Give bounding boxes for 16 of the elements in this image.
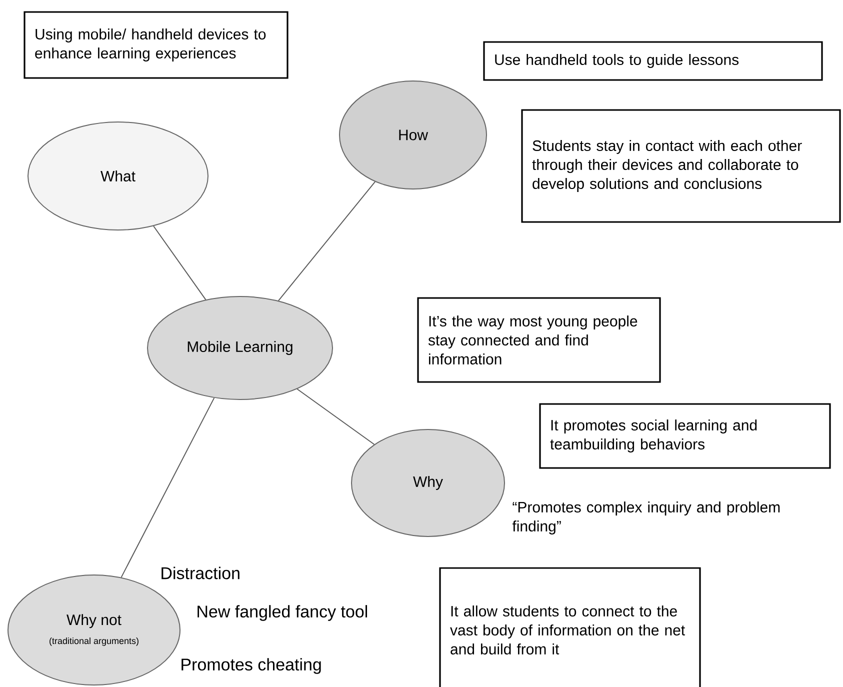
connector-line [296, 388, 375, 445]
ellipse-node: Mobile Learning [147, 296, 333, 400]
text-box: It’s the way most young people stay connected and find information [417, 297, 661, 383]
connector-line [278, 181, 376, 302]
ellipse-node: What [28, 122, 208, 230]
text-box: It promotes social learning and teambuilding behaviors [539, 403, 831, 469]
ellipse-node: Why [351, 429, 505, 537]
connector-line [120, 397, 215, 578]
text-box: Using mobile/ handheld devices to enhance learning experiences [24, 11, 288, 79]
text-box: Use handheld tools to guide lessons [483, 41, 823, 81]
ellipse-node: How [339, 80, 487, 190]
connector-line [153, 226, 206, 300]
label-text: “Promotes complex inquiry and problem finding” [512, 502, 780, 534]
label-text: New fangled fancy tool [198, 605, 368, 621]
text-box: It allow students to connect to the vast body of information on the net and build from it [439, 567, 701, 687]
text-box: Students stay in contact with each other through their devices and collaborate to develop solutions and conclusions [521, 109, 841, 223]
